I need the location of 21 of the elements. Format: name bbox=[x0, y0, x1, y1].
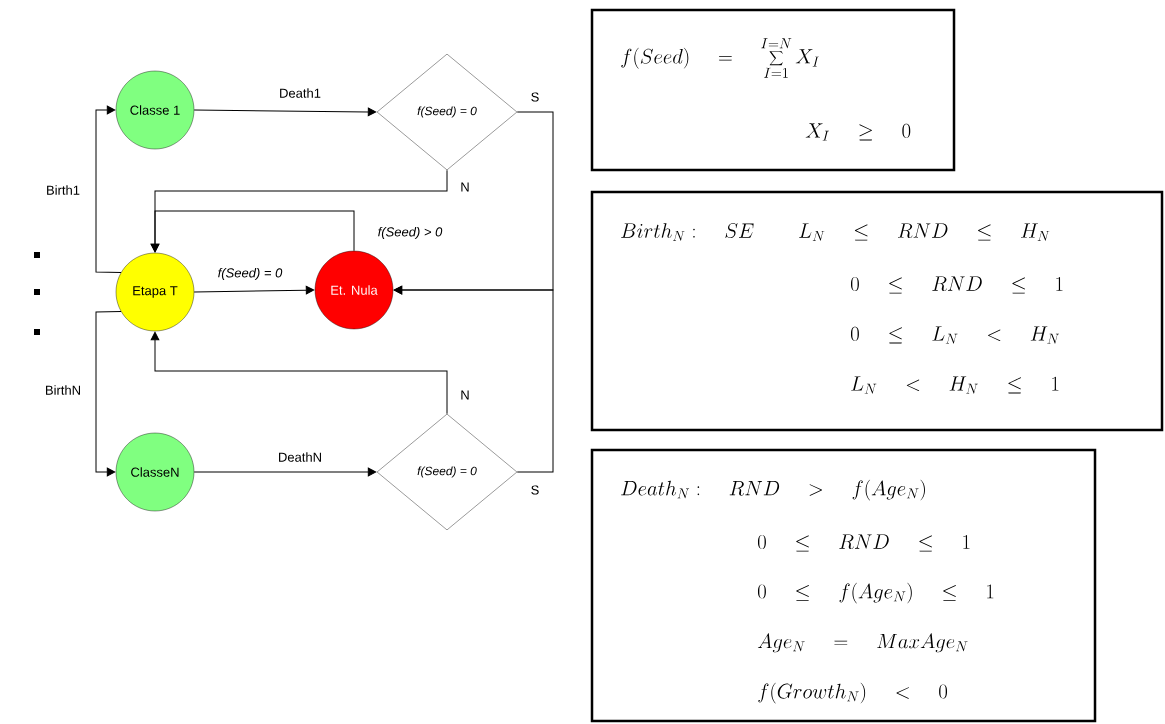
arrow bbox=[393, 285, 554, 473]
edge-label: Death1 bbox=[278, 87, 322, 99]
edge-label: N bbox=[459, 181, 471, 193]
arrow bbox=[150, 210, 355, 253]
formula-box: $Death_N:\quad RND \quad>\quad f(Age_N)$ $0 \quad\leq\quad RND \quad\leq\quad 1$ $0 \quad\leq\quad f(Age_N) \quad\leq\quad 1$ $Age_N \quad=\quad MaxAge_N$ $f(Growth_N) \quad<\quad 0$ bbox=[590, 448, 1097, 723]
edge-label: BirthN bbox=[43, 384, 83, 396]
arrow bbox=[95, 105, 122, 273]
arrow bbox=[193, 467, 377, 477]
arrow bbox=[193, 107, 377, 117]
formula-box: $f(Seed) \quad=\quad \sum_{I=1}^{I=N} X_I$ $X_I \quad\geq\quad 0$ bbox=[590, 8, 956, 172]
edge-label: N bbox=[459, 389, 471, 401]
arrow bbox=[193, 285, 315, 295]
formula-box: $Birth_N:\quad SE \qquad L_N \quad\leq\quad RND \quad\leq\quad H_N$ $0 \quad\leq\quad RND \quad\leq\quad 1$ $0 \quad\leq\quad L_N \quad<\quad H_N$ $L_N \quad<\quad H_N \quad\leq\quad 1$ bbox=[590, 190, 1164, 432]
edge-label: f(Seed) = 0 bbox=[216, 266, 284, 282]
edge-label: Birth1 bbox=[45, 184, 81, 196]
edge-label: f(Seed) > 0 bbox=[376, 225, 444, 241]
arrow bbox=[95, 311, 122, 477]
edge-label: DeathN bbox=[276, 451, 324, 463]
arrow bbox=[150, 331, 448, 415]
edge-label: S bbox=[529, 91, 541, 103]
edge-label: S bbox=[529, 484, 541, 496]
